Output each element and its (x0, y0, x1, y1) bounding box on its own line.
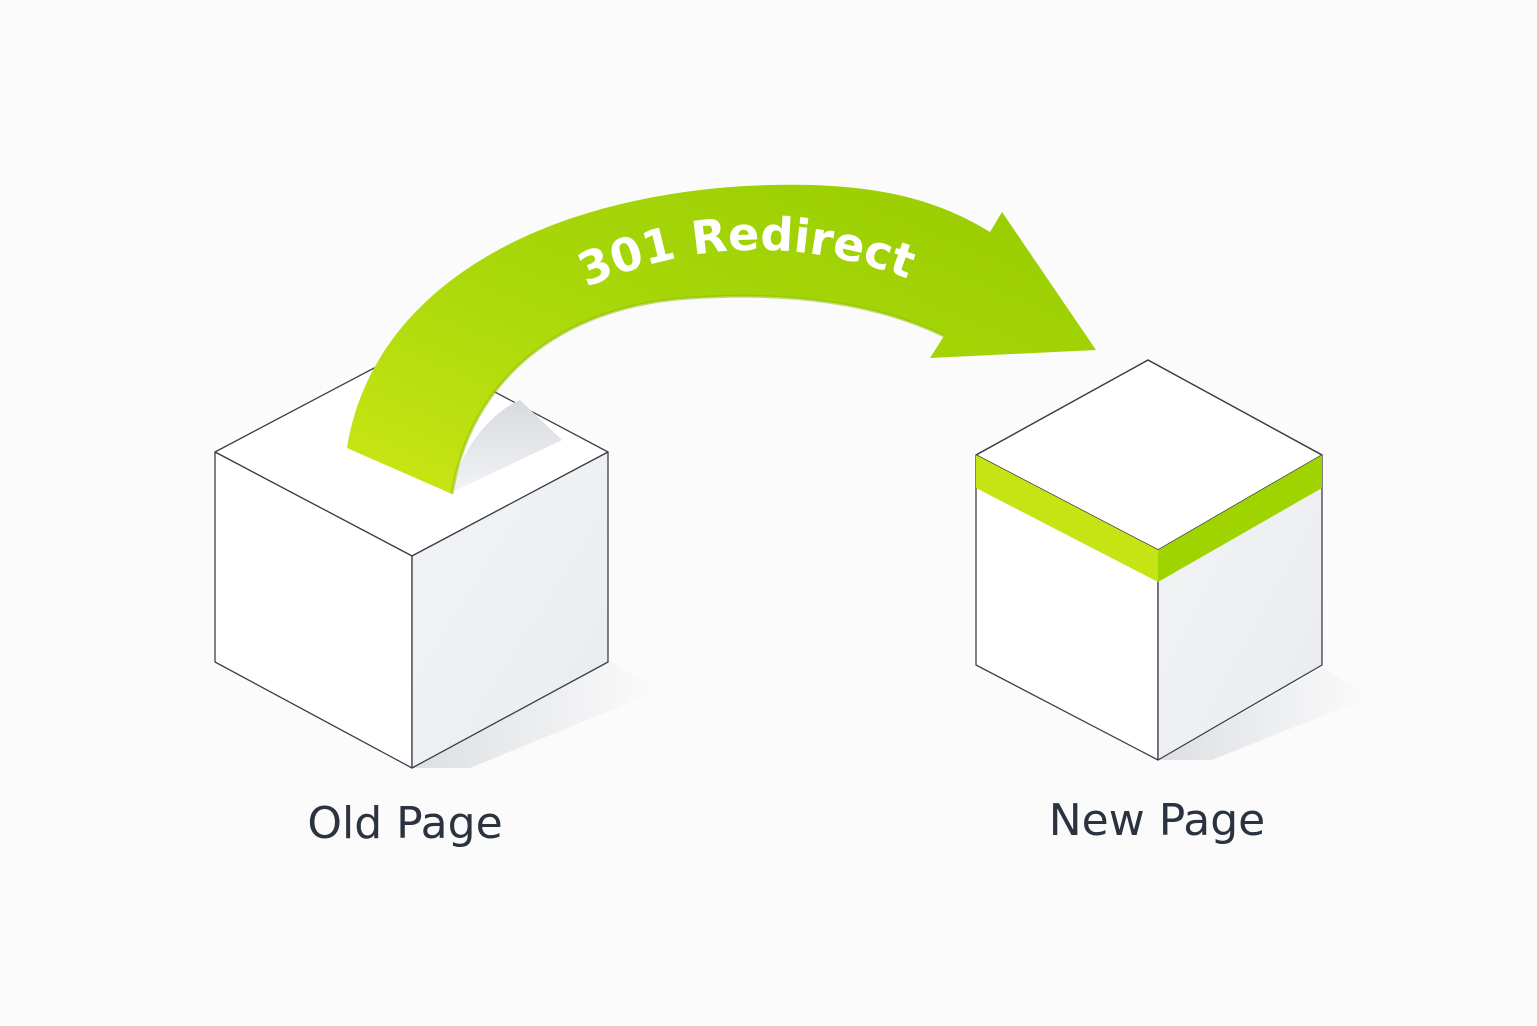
new-page-top-outline (975, 359, 1323, 456)
curved-arrow-icon (347, 184, 1096, 494)
new-page-cube (975, 359, 1372, 761)
new-page-label: New Page (1049, 795, 1265, 846)
arrow-inner-edge (450, 294, 945, 495)
new-page-highlight-left (976, 455, 1158, 582)
old-page-right-face (411, 451, 609, 769)
old-page-label: Old Page (307, 798, 502, 849)
new-page-shadow (1158, 668, 1372, 760)
redirect-arrow: 301 Redirect (347, 184, 1096, 495)
new-page-highlight-right (1158, 455, 1322, 582)
old-page-opening (452, 400, 562, 492)
old-page-shadow (412, 660, 660, 768)
